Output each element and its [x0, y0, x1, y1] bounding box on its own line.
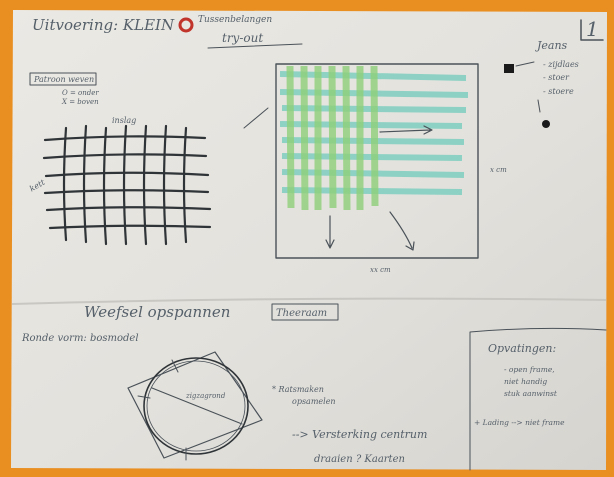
heading-note-2: try-out — [222, 31, 263, 45]
bottom-heading: Weefsel opspannen — [84, 303, 230, 321]
options-title: Opvatingen: — [488, 342, 556, 355]
circle-note-2: opsamelen — [292, 397, 336, 406]
weave-stripes — [279, 65, 469, 211]
legend-title: Patroon weven — [33, 75, 94, 84]
right-card-item-3: - stoere — [543, 87, 574, 96]
weave-bottom-label: xx cm — [370, 266, 391, 274]
weave-grid-sketch — [42, 124, 212, 246]
circle-inner-note: zigzagrond — [185, 392, 226, 400]
options-item-2: niet handig — [504, 377, 547, 386]
circle-note-1: * Ratsmaken — [272, 385, 324, 394]
circle-frame-sketch — [127, 351, 263, 461]
heading-note-1: Tussenbelangen — [198, 15, 272, 25]
options-side-note: + Lading --> niet frame — [474, 418, 565, 427]
weave-side-label: x cm — [490, 166, 507, 174]
arrow-note-2: draaien ? Kaarten — [314, 454, 405, 465]
paper-fold — [11, 297, 607, 305]
right-card-item-1: - zijdlaes — [543, 60, 579, 69]
swatch-dot — [542, 120, 550, 128]
bottom-heading-box — [271, 303, 339, 321]
options-box — [469, 327, 607, 471]
sheet-heading: Uitvoering: KLEIN — [32, 16, 175, 34]
swatch-black — [504, 64, 514, 73]
legend-item-o: O = onder — [62, 89, 99, 97]
options-item-1: - open frame, — [504, 365, 555, 374]
heading-circle-mark — [178, 17, 194, 33]
options-item-3: stuk aanwinst — [504, 389, 558, 398]
page-number: 1 — [586, 17, 599, 41]
weave-frame — [275, 63, 479, 259]
bottom-subheading: Ronde vorm: bosmodel — [21, 333, 139, 344]
legend-box — [29, 72, 97, 86]
right-card-title: Jeans — [535, 39, 568, 52]
grid-top-label: inslag — [112, 116, 136, 125]
bottom-heading-boxed: Theeraam — [276, 308, 327, 319]
right-card-item-2: - stoer — [543, 73, 570, 82]
arrow-note-1: --> Versterking centrum — [292, 428, 427, 441]
legend-item-x: X = boven — [61, 98, 99, 106]
